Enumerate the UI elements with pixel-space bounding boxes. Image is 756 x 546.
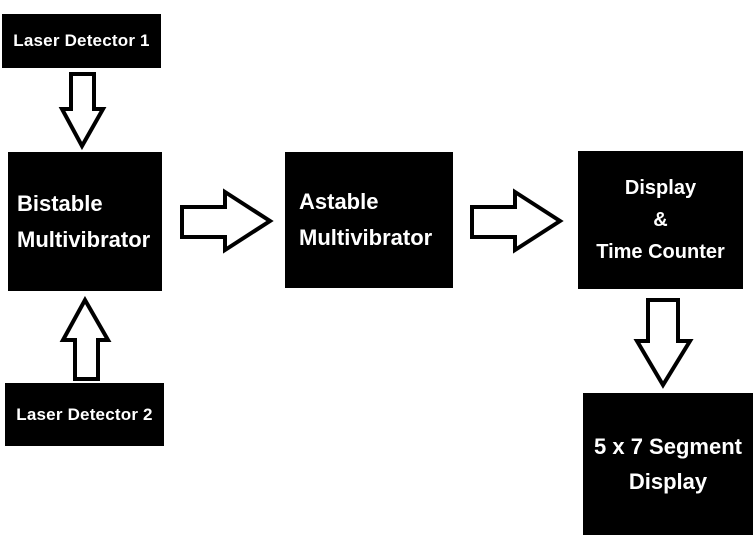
block-bistable-multivibrator: Bistable Multivibrator xyxy=(8,152,162,291)
block-label-line3: Time Counter xyxy=(596,241,725,263)
block-label-line1: Astable xyxy=(299,189,379,214)
block-label: Laser Detector 2 xyxy=(16,404,153,424)
arrow-up-icon xyxy=(59,296,112,381)
block-label-line1: Bistable xyxy=(17,190,103,216)
block-label-line2: Multivibrator xyxy=(299,225,433,250)
block-laser-detector-1: Laser Detector 1 xyxy=(2,14,161,68)
arrow-down-icon xyxy=(633,298,694,389)
arrow-right-icon xyxy=(470,188,564,254)
block-laser-detector-2: Laser Detector 2 xyxy=(5,383,164,446)
arrow-down-icon xyxy=(58,72,107,151)
arrow-right-icon xyxy=(180,188,274,254)
block-label-line1: 5 x 7 Segment xyxy=(594,434,742,459)
block-label: Laser Detector 1 xyxy=(13,31,150,50)
block-label-line1: Display xyxy=(624,177,697,199)
block-5x7-segment-display: 5 x 7 Segment Display xyxy=(583,393,753,535)
block-astable-multivibrator: Astable Multivibrator xyxy=(285,152,453,288)
block-label-line2: & xyxy=(653,209,668,231)
block-label-line2: Display xyxy=(628,469,708,494)
block-display-time-counter: Display & Time Counter xyxy=(578,151,743,289)
block-label-line2: Multivibrator xyxy=(17,226,151,252)
